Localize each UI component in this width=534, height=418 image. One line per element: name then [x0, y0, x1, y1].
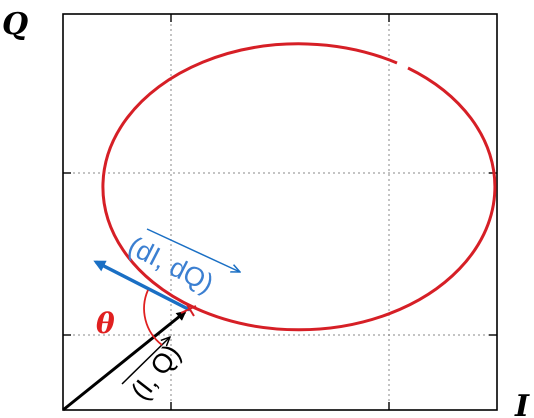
angle-arc [143, 289, 163, 346]
contact-point-marker [180, 302, 197, 317]
tangent-vector-indicator [146, 228, 240, 272]
x-axis-label: I [514, 389, 530, 418]
tangent-vector-arrow [93, 260, 191, 312]
position-vector-arrow [62, 310, 187, 412]
angle-label: θ [96, 307, 115, 340]
iq-ellipse [101, 42, 497, 332]
plot-frame [62, 13, 498, 411]
y-axis-label: Q [2, 7, 28, 42]
ticks [63, 14, 497, 410]
